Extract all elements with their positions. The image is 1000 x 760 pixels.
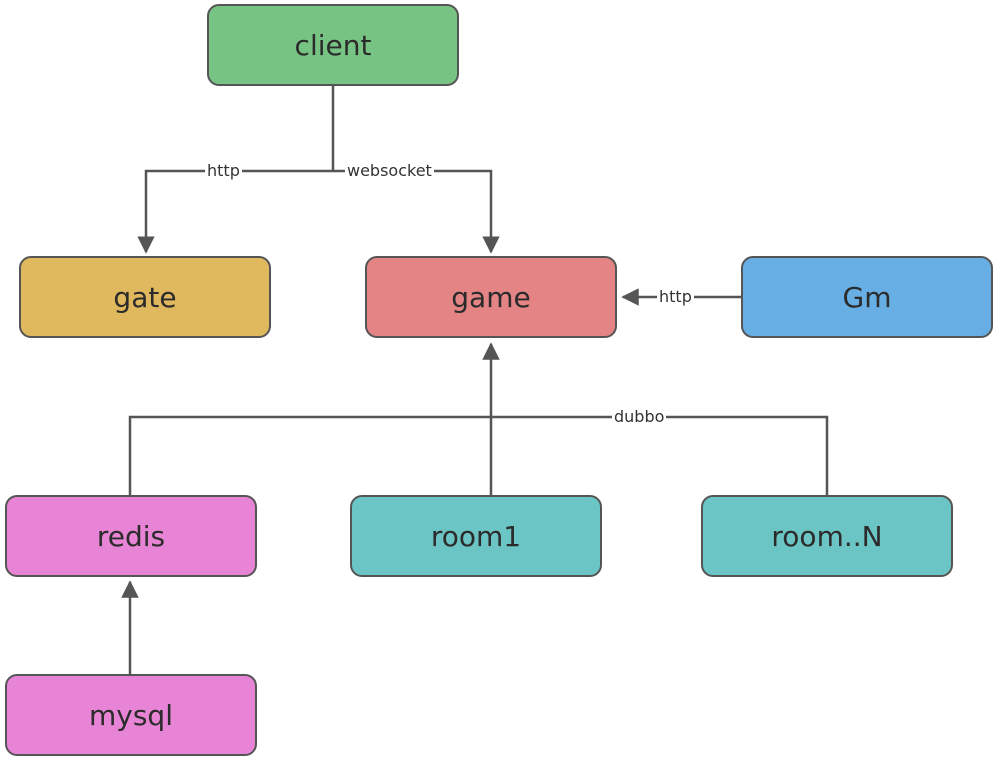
edge-dubbo-bus [128,415,829,495]
edge-label-dubbo: dubbo [612,407,667,426]
node-roomN: room..N [701,495,953,577]
node-game: game [365,256,617,338]
edge-client-game [333,169,500,254]
node-gate: gate [19,256,271,338]
edge-label-http-gm: http [657,287,694,306]
node-gm: Gm [741,256,993,338]
edge-label-websocket: websocket [345,161,434,180]
node-room1: room1 [350,495,602,577]
node-client: client [207,4,459,86]
edge-label-http-gate: http [205,161,242,180]
node-redis: redis [5,495,257,577]
node-mysql: mysql [5,674,257,756]
